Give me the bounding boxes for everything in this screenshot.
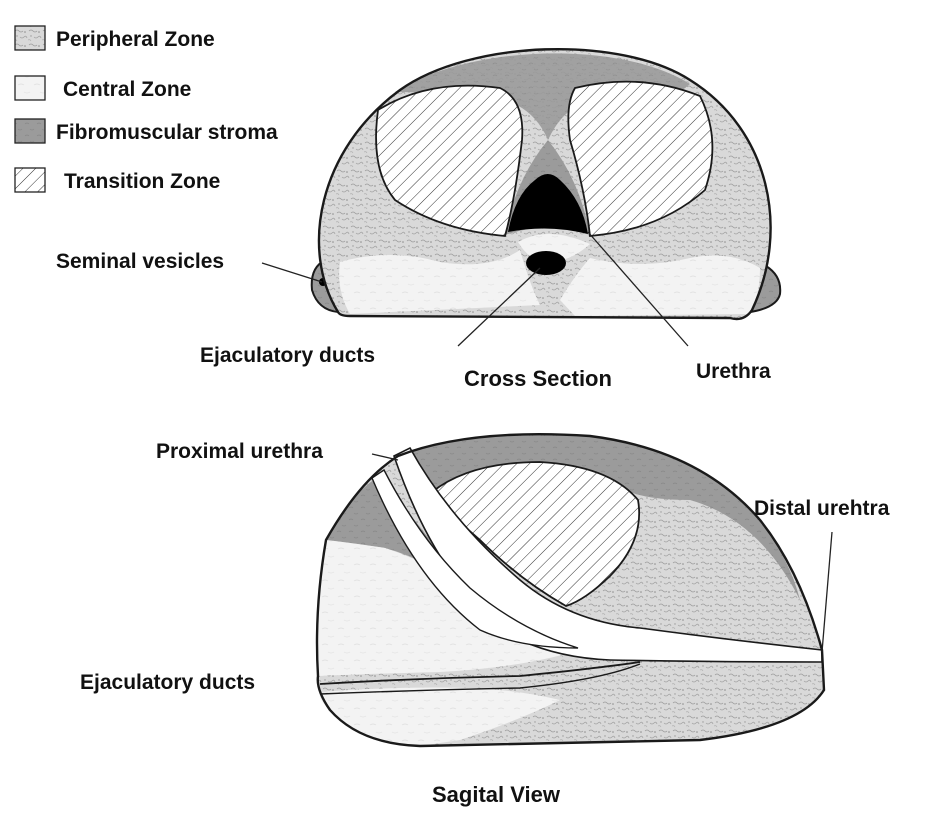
- legend: Peripheral Zone Central Zone Fibromuscul…: [14, 25, 278, 193]
- legend-label: Transition Zone: [64, 170, 220, 193]
- sagittal-transition-zone: [430, 461, 641, 607]
- cross-transition-zone-left: [375, 84, 524, 237]
- sagittal-ejaculatory-duct-lower: [319, 663, 641, 695]
- leader-proximal-urethra: [371, 453, 399, 461]
- leader-seminal-vesicles: [261, 262, 323, 283]
- label-ejaculatory-ducts-sagittal: Ejaculatory ducts: [80, 671, 255, 694]
- legend-item-peripheral-zone: Peripheral Zone: [14, 25, 215, 51]
- legend-label: Peripheral Zone: [56, 28, 215, 51]
- sagittal-central-zone-lower: [319, 687, 560, 746]
- label-urethra: Urethra: [696, 360, 771, 383]
- legend-swatch-light: [14, 75, 46, 101]
- leader-ejaculatory-ducts-cross: [457, 267, 541, 347]
- cross-urethra-lumen: [508, 174, 588, 234]
- sagittal-urethra-inner: [371, 468, 579, 649]
- legend-item-transition-zone: Transition Zone: [14, 167, 220, 193]
- legend-swatch-dark: [14, 118, 46, 144]
- cross-section: Seminal vesicles Ejaculatory ducts Ureth…: [56, 47, 782, 391]
- sagittal-view: Proximal urethra Distal urehtra Ejaculat…: [80, 433, 890, 807]
- sagittal-fibromuscular-stroma: [398, 434, 800, 600]
- cross-central-zone-left: [339, 250, 540, 314]
- label-distal-urethra: Distal urehtra: [754, 497, 890, 520]
- sagittal-view-title: Sagital View: [432, 782, 561, 807]
- legend-item-central-zone: Central Zone: [14, 75, 191, 101]
- legend-label: Central Zone: [63, 78, 191, 101]
- cross-transition-zone-right: [567, 80, 714, 237]
- label-proximal-urethra: Proximal urethra: [156, 440, 323, 463]
- legend-item-fibromuscular-stroma: Fibromuscular stroma: [14, 118, 278, 144]
- cross-central-zone-right: [560, 255, 760, 316]
- legend-swatch-hatch: [14, 167, 46, 193]
- legend-label: Fibromuscular stroma: [56, 121, 278, 144]
- cross-outline: [317, 47, 772, 321]
- label-ejaculatory-ducts-cross: Ejaculatory ducts: [200, 344, 375, 367]
- leader-distal-urethra: [821, 531, 833, 653]
- legend-swatch-speckle: [14, 25, 46, 51]
- cross-fibromuscular-stroma: [395, 53, 690, 141]
- sagittal-outline: [315, 433, 826, 748]
- leader-urethra: [587, 231, 689, 347]
- label-seminal-vesicles: Seminal vesicles: [56, 250, 224, 273]
- sagittal-ejaculatory-duct: [319, 661, 641, 685]
- cross-section-title: Cross Section: [464, 366, 612, 391]
- cross-ejaculatory-duct: [526, 251, 566, 275]
